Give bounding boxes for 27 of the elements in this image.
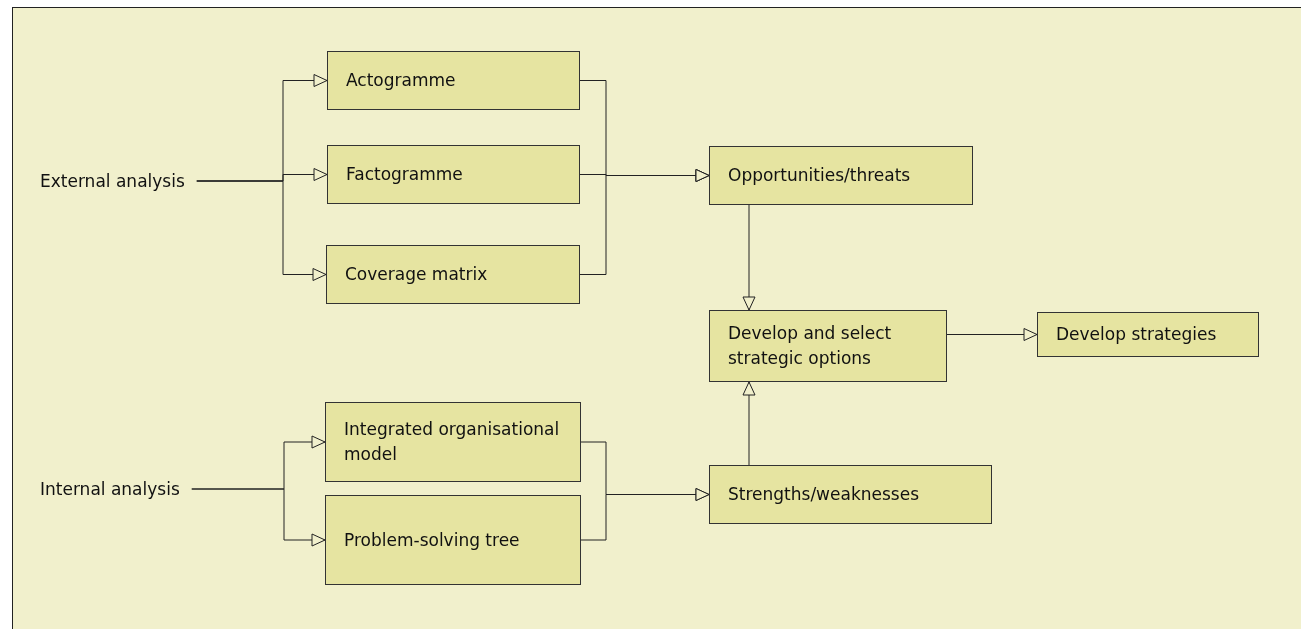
- process-box: [709, 146, 973, 205]
- process-box: [327, 145, 580, 204]
- arrow: [191, 488, 326, 547]
- box-label: Coverage matrix: [345, 263, 488, 287]
- process-box: [709, 465, 992, 524]
- box-label: Develop strategies: [1056, 323, 1217, 347]
- process-box: [326, 245, 580, 304]
- box-label: Problem-solving tree: [344, 528, 520, 552]
- arrow: [579, 169, 710, 275]
- arrow: [946, 328, 1038, 341]
- process-box: [325, 402, 581, 482]
- process-box: [709, 310, 947, 382]
- arrow: [580, 488, 710, 541]
- process-box: [1037, 312, 1259, 357]
- box-label: Integrated organisational model: [344, 418, 561, 466]
- arrow: [196, 180, 327, 281]
- box-label: Strengths/weaknesses: [728, 483, 919, 507]
- process-box: [327, 51, 580, 110]
- box-label: Develop and select strategic options: [728, 322, 893, 370]
- box-label: Factogramme: [346, 163, 463, 187]
- arrow: [742, 204, 756, 311]
- arrow: [742, 381, 756, 466]
- process-box: [325, 495, 581, 585]
- input-label: External analysis: [40, 169, 185, 193]
- box-label: Opportunities/threats: [728, 164, 911, 188]
- input-label: Internal analysis: [40, 477, 180, 501]
- box-label: Actogramme: [346, 69, 456, 93]
